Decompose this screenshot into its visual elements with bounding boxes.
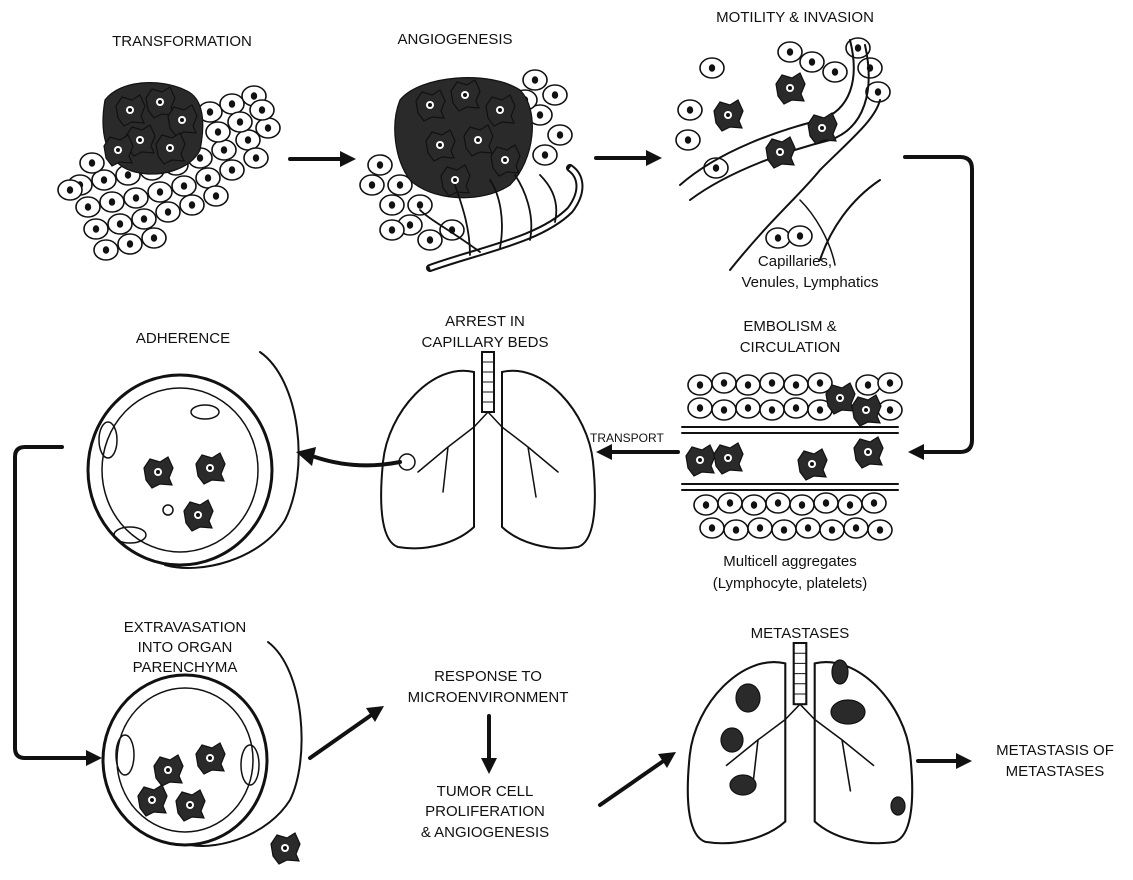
aggregates-label-2: (Lymphocyte, platelets)	[713, 575, 868, 592]
tumor-cluster	[103, 83, 203, 174]
aggregates-label-1: Multicell aggregates	[723, 553, 856, 570]
arrow-transformation-to-angiogenesis	[290, 151, 356, 167]
arrow-extravasation-to-response	[310, 706, 384, 758]
metastases-label: METASTASES	[751, 625, 850, 642]
vessel-wall-top	[688, 373, 902, 426]
extravasation-label-1: EXTRAVASATION	[124, 619, 247, 636]
response-label-1: RESPONSE TO	[434, 668, 542, 685]
embolism-panel: EMBOLISM & CIRCULATION Multicell aggr	[682, 318, 902, 592]
adherence-label: ADHERENCE	[136, 330, 230, 347]
proliferation-label-3: & ANGIOGENESIS	[421, 824, 549, 841]
arrow-angiogenesis-to-motility	[596, 150, 662, 166]
arrow-metastases-to-next	[918, 753, 972, 769]
metastasis-of-label-1: METASTASIS OF	[996, 742, 1114, 759]
lungs-arrest	[381, 352, 595, 548]
arrow-proliferation-to-metastases	[600, 752, 676, 805]
extravasation-panel: EXTRAVASATION INTO ORGAN PARENCHYMA	[103, 619, 302, 864]
proliferation-text: TUMOR CELL PROLIFERATION & ANGIOGENESIS	[421, 783, 549, 841]
transformation-panel: TRANSFORMATION	[58, 33, 280, 260]
arrow-motility-to-embolism	[905, 157, 972, 460]
metastasis-of-label-2: METASTASES	[1006, 763, 1105, 780]
extravasation-label-2: INTO ORGAN	[138, 639, 233, 656]
motility-panel: MOTILITY & INVASION Capillaries, Venules…	[676, 9, 890, 291]
metastases-panel: METASTASES	[688, 625, 912, 843]
arrow-adherence-to-extravasation	[15, 447, 102, 766]
arrest-label-2: CAPILLARY BEDS	[421, 334, 548, 351]
capillaries-label-2: Venules, Lymphatics	[741, 274, 878, 291]
arrest-label-1: ARREST IN	[445, 313, 525, 330]
angiogenesis-label: ANGIOGENESIS	[397, 31, 512, 48]
metastasis-of-metastases: METASTASIS OF METASTASES	[996, 742, 1114, 780]
proliferation-label-2: PROLIFERATION	[425, 803, 545, 820]
vessel-wall-bottom	[694, 493, 892, 540]
adherence-panel: ADHERENCE	[88, 330, 299, 568]
angiogenesis-panel: ANGIOGENESIS	[360, 31, 579, 268]
transport-label: TRANSPORT	[590, 431, 664, 445]
extravasation-label-3: PARENCHYMA	[133, 659, 238, 676]
motility-label: MOTILITY & INVASION	[716, 9, 874, 26]
capillaries-label-1: Capillaries,	[758, 253, 832, 270]
vessel-section-adherence	[88, 352, 299, 568]
response-text: RESPONSE TO MICROENVIRONMENT	[408, 668, 569, 706]
tumor-cluster-2	[395, 78, 533, 198]
arrest-panel: ARREST IN CAPILLARY BEDS	[381, 313, 595, 548]
proliferation-label-1: TUMOR CELL	[437, 783, 534, 800]
arrow-transport: TRANSPORT	[590, 431, 678, 460]
transformation-label: TRANSFORMATION	[112, 33, 252, 50]
invading-tumor-cells	[714, 73, 837, 168]
arrow-response-to-proliferation	[481, 716, 497, 774]
embolism-label-1: EMBOLISM &	[743, 318, 836, 335]
embolism-label-2: CIRCULATION	[740, 339, 841, 356]
response-label-2: MICROENVIRONMENT	[408, 689, 569, 706]
circulating-emboli	[686, 437, 883, 480]
